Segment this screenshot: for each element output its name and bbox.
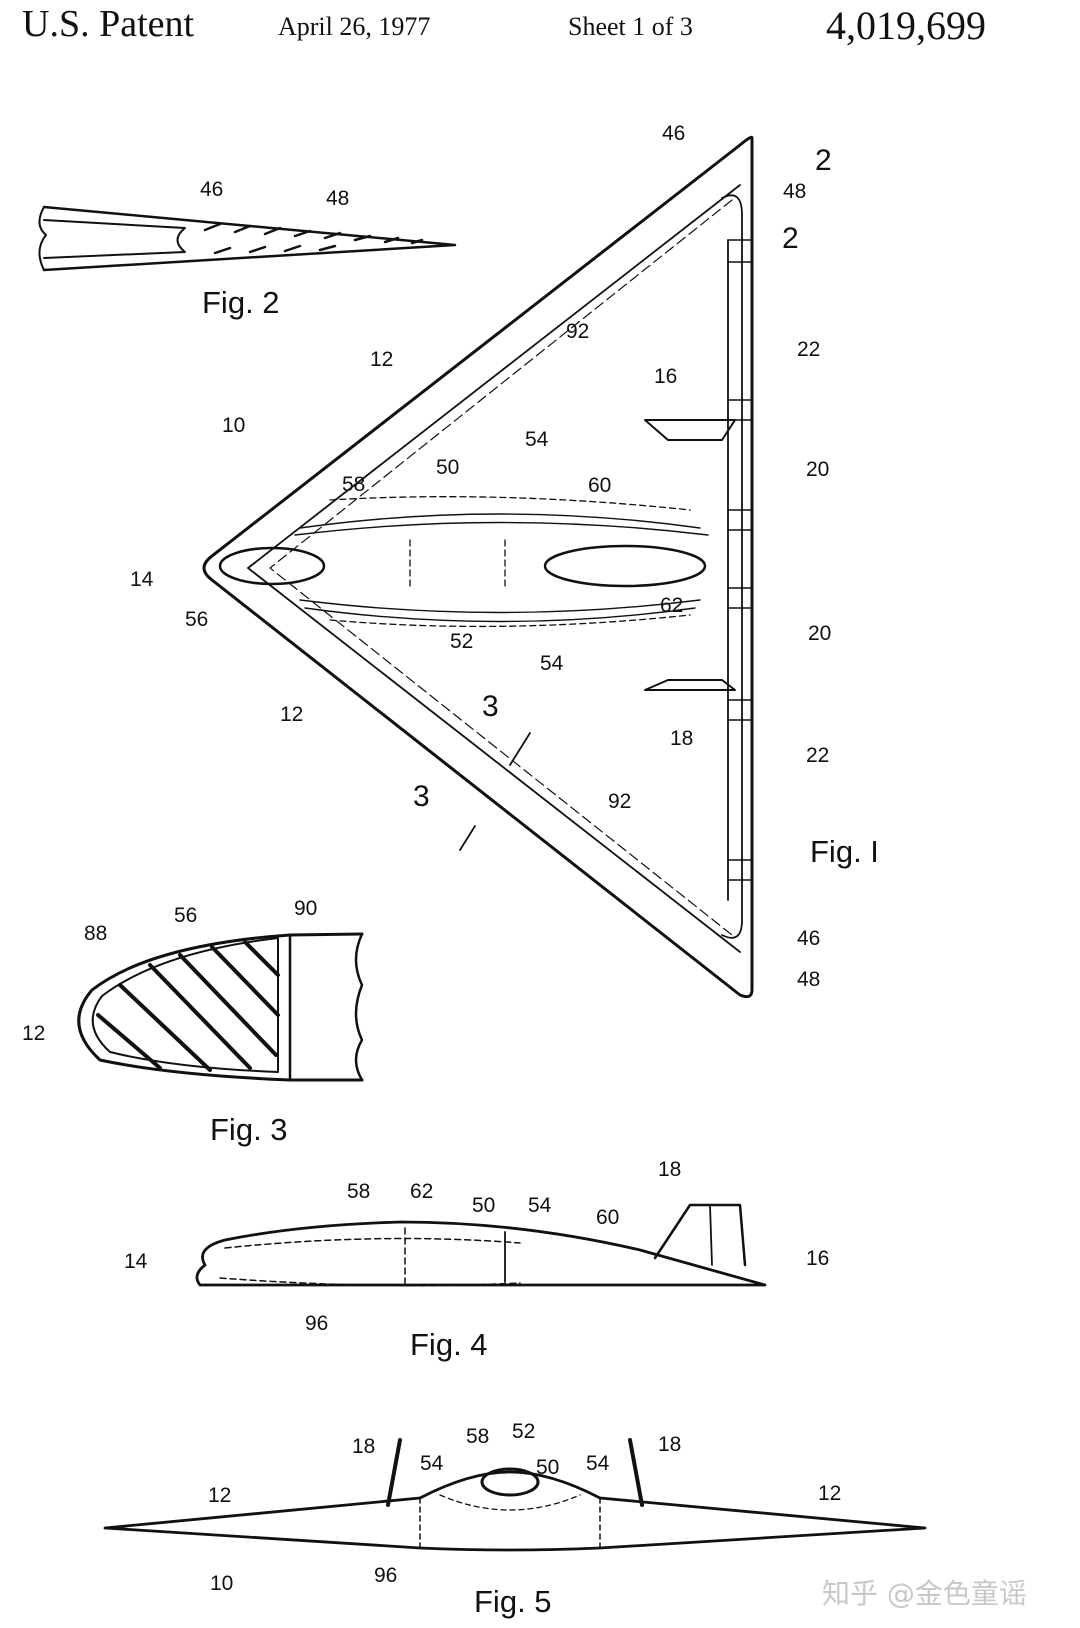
ref-numeral: 14	[130, 568, 154, 591]
fig5-drawing	[103, 1438, 927, 1552]
ref-numeral: 62	[660, 594, 683, 617]
ref-numeral: 3	[482, 690, 499, 723]
ref-numeral: 18	[352, 1435, 375, 1458]
fig1-drawing	[202, 135, 754, 999]
ref-numeral: 48	[783, 180, 806, 203]
ref-numeral: 92	[608, 790, 631, 813]
ref-numeral: 92	[566, 320, 589, 343]
sheet-number: Sheet 1 of 3	[568, 12, 693, 41]
fig2-drawing	[38, 205, 457, 272]
ref-numeral: 18	[658, 1433, 681, 1456]
ref-numeral: 54	[586, 1452, 610, 1475]
ref-numeral: 46	[662, 122, 685, 145]
figure-caption: Fig. I	[810, 834, 879, 869]
ref-numeral: 10	[210, 1572, 233, 1595]
ref-numeral: 52	[450, 630, 473, 653]
ref-numeral: 12	[818, 1482, 841, 1505]
patent-label: U.S. Patent	[22, 3, 195, 45]
figure-caption: Fig. 5	[474, 1584, 552, 1619]
ref-numeral: 3	[413, 780, 430, 813]
watermark: 知乎 @金色童谣	[822, 1577, 1027, 1610]
ref-numeral: 12	[22, 1022, 45, 1045]
figure-caption: Fig. 4	[410, 1327, 488, 1362]
fig3-drawing	[77, 932, 364, 1082]
ref-numeral: 48	[326, 187, 349, 210]
ref-numeral: 52	[512, 1420, 535, 1443]
ref-numeral: 54	[420, 1452, 444, 1475]
ref-numeral: 2	[815, 144, 832, 177]
ref-numeral: 58	[466, 1425, 489, 1448]
ref-numeral: 96	[374, 1564, 397, 1587]
ref-numeral: 18	[670, 727, 693, 750]
ref-numeral: 54	[525, 428, 549, 451]
ref-numeral: 50	[536, 1456, 559, 1479]
ref-numeral: 56	[185, 608, 208, 631]
ref-numeral: 50	[472, 1194, 495, 1217]
ref-numeral: 20	[808, 622, 831, 645]
ref-numeral: 10	[222, 414, 245, 437]
ref-numeral: 50	[436, 456, 459, 479]
ref-numeral: 54	[540, 652, 564, 675]
ref-numeral: 22	[797, 338, 820, 361]
ref-numeral: 62	[410, 1180, 433, 1203]
ref-numeral: 16	[654, 365, 677, 388]
ref-numeral: 46	[200, 178, 223, 201]
ref-numeral: 12	[208, 1484, 231, 1507]
ref-numeral: 56	[174, 904, 197, 927]
ref-numeral: 12	[280, 703, 303, 726]
fig4-drawing	[195, 1203, 767, 1287]
ref-numeral: 96	[305, 1312, 328, 1335]
ref-numeral: 18	[658, 1158, 681, 1181]
ref-numeral: 58	[342, 473, 365, 496]
figure-caption: Fig. 3	[210, 1112, 288, 1147]
patent-number: 4,019,699	[826, 3, 986, 48]
page-header: U.S. Patent April 26, 1977 Sheet 1 of 3 …	[0, 0, 1080, 60]
ref-numeral: 2	[782, 222, 799, 255]
ref-numeral: 60	[588, 474, 611, 497]
ref-numeral: 54	[528, 1194, 552, 1217]
ref-numeral: 16	[806, 1247, 829, 1270]
patent-date: April 26, 1977	[278, 12, 431, 41]
ref-numeral: 22	[806, 744, 829, 767]
ref-numeral: 20	[806, 458, 829, 481]
ref-numeral: 90	[294, 897, 317, 920]
ref-numeral: 46	[797, 927, 820, 950]
figure-caption: Fig. 2	[202, 285, 280, 320]
ref-numeral: 12	[370, 348, 393, 371]
ref-numeral: 48	[797, 968, 820, 991]
ref-numeral: 14	[124, 1250, 148, 1273]
ref-numeral: 58	[347, 1180, 370, 1203]
ref-numeral: 88	[84, 922, 107, 945]
ref-numeral: 60	[596, 1206, 619, 1229]
